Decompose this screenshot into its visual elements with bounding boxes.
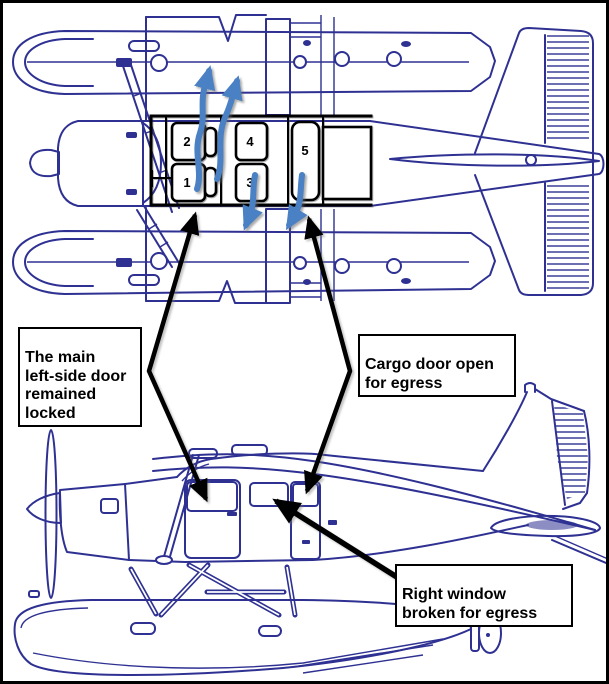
- wing-struts: [121, 58, 180, 268]
- rudder: [562, 410, 591, 510]
- door-handle: [227, 512, 237, 516]
- rudder-hatching: [554, 404, 588, 499]
- top-view-fuselage: [29, 27, 605, 296]
- cargo-door-window: [292, 483, 319, 507]
- arrow-main-door: [146, 211, 209, 503]
- main-door-window: [186, 481, 238, 512]
- callout-main-door-text: The main left-side door remained locked: [25, 349, 127, 422]
- aircraft-diagram: 2 1 4 3 5: [12, 14, 606, 677]
- engine-cowl-side: [58, 483, 130, 561]
- seat-label-2: 2: [183, 134, 190, 149]
- elevator-hatching: [547, 183, 589, 291]
- flap-hatching: [265, 208, 291, 304]
- float-hatch: [293, 256, 307, 270]
- bow-cleat: [28, 590, 40, 598]
- egress-arrows: [194, 65, 308, 231]
- cargo-area: [321, 125, 373, 201]
- control-yoke: [151, 170, 172, 187]
- egress-arrow-seat2-up-icon: [214, 75, 243, 182]
- callout-main-door: The main left-side door remained locked: [18, 327, 142, 427]
- tail-strut: [554, 535, 606, 559]
- beacon: [524, 382, 536, 393]
- float-step-recess: [130, 622, 156, 635]
- main-left-door: [184, 479, 241, 559]
- rear-window: [249, 482, 289, 507]
- callout-cargo-door-text: Cargo door open for egress: [365, 356, 494, 392]
- top-view-left-float: [12, 230, 496, 295]
- arrow-right-window: [272, 498, 402, 582]
- egress-arrow-seat3-down-icon: [242, 172, 263, 231]
- cabin-top-view: 2 1 4 3 5: [149, 114, 373, 207]
- cargo-door-handle: [302, 540, 310, 544]
- spinner-top: [29, 148, 60, 178]
- flap-hatching: [265, 18, 291, 116]
- propeller: [44, 429, 58, 599]
- top-view-right-float: [12, 30, 496, 95]
- seat-label-3: 3: [246, 175, 253, 190]
- float-hatch: [150, 252, 168, 270]
- seat-4: [234, 121, 269, 162]
- callout-right-window-text: Right window broken for egress: [402, 586, 538, 622]
- horizontal-stabilizer-side: [490, 514, 601, 538]
- callout-cargo-door: Cargo door open for egress: [358, 334, 516, 398]
- float-hatch: [386, 51, 402, 67]
- float-paddle-slot: [128, 40, 160, 52]
- engine-cowl-top: [57, 120, 144, 207]
- seat-1-headrest: [203, 166, 218, 198]
- seat-5-bench: [290, 120, 321, 202]
- float-hatch: [334, 51, 350, 67]
- side-view-nose: [26, 429, 186, 599]
- seat-label-4: 4: [246, 134, 254, 149]
- egress-arrow-seat1-up-icon: [194, 65, 216, 192]
- seat-2-headrest: [203, 126, 218, 158]
- float-hatch: [334, 258, 350, 274]
- float-step-recess: [258, 625, 282, 637]
- horizontal-stabilizer-top: [474, 27, 594, 296]
- callout-right-window: Right window broken for egress: [395, 564, 573, 628]
- fin-leading-edge: [482, 391, 528, 472]
- side-view-float-struts: [128, 562, 298, 618]
- float-hatch: [386, 258, 402, 274]
- float-hatch: [150, 54, 168, 72]
- float-hatch: [293, 55, 307, 69]
- top-view: 2 1 4 3 5: [12, 14, 605, 304]
- seat-label-1: 1: [183, 175, 190, 190]
- annotation-arrows: [146, 211, 402, 582]
- elevator-hatching: [547, 35, 589, 143]
- float-paddle-slot: [128, 274, 160, 286]
- side-view-tail: [482, 382, 606, 564]
- arrow-cargo-door: [304, 215, 353, 495]
- egress-arrow-seat5-down-icon: [285, 172, 308, 231]
- seat-label-5: 5: [301, 143, 308, 158]
- side-view-cabin: [155, 452, 529, 565]
- vertical-fin-top: [389, 153, 600, 167]
- wing-strut-side: [162, 454, 194, 561]
